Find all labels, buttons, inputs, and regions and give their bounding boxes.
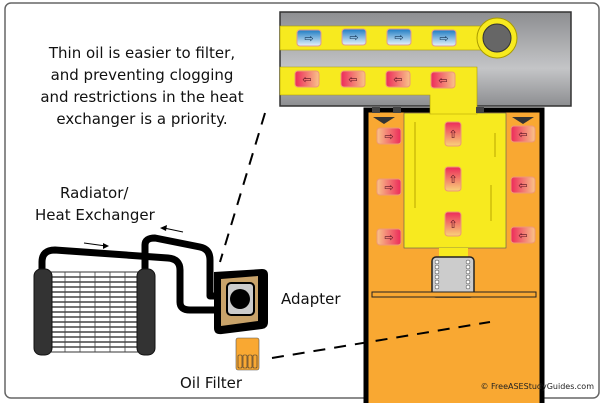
oil-filter-icon (235, 337, 260, 371)
callout-line (219, 112, 266, 263)
svg-text:⇨: ⇨ (384, 231, 393, 244)
up-arrow-icon: ⇧ (444, 121, 462, 147)
caption-line: and preventing clogging (51, 66, 234, 84)
cool-oil-arrow-icon: ⇨ (296, 29, 322, 47)
callout-line (271, 321, 491, 359)
cool-oil-arrow-icon: ⇨ (431, 29, 457, 47)
adapter-label: Adapter (281, 290, 341, 308)
caption-line: and restrictions in the heat (40, 88, 243, 106)
cool-oil-arrow-icon: ⇨ (341, 28, 367, 46)
svg-text:⇦: ⇦ (518, 229, 527, 242)
svg-text:⇧: ⇧ (448, 128, 457, 141)
flow-direction-arrow-icon (83, 242, 107, 247)
right-arrow-icon: ⇨ (376, 228, 402, 246)
svg-text:⇦: ⇦ (518, 128, 527, 141)
svg-text:⇨: ⇨ (384, 130, 393, 143)
up-arrow-icon: ⇧ (444, 166, 462, 192)
left-arrow-icon: ⇦ (510, 226, 536, 244)
svg-text:⇧: ⇧ (448, 218, 457, 231)
flow-arrows: ⇨ ⇨ ⇨ ⇨ ⇦ ⇦ ⇦ ⇦ ⇧ ⇧ ⇧ ⇨ ⇨ ⇨ ⇦ ⇦ ⇦ (294, 28, 536, 246)
radiator-label: Radiator/ (60, 184, 129, 202)
svg-text:⇧: ⇧ (448, 173, 457, 186)
left-arrow-icon: ⇦ (510, 176, 536, 194)
svg-text:⇨: ⇨ (394, 31, 403, 44)
svg-text:⇦: ⇦ (393, 73, 402, 86)
right-arrow-icon: ⇨ (376, 127, 402, 145)
oil-filter-cutaway (363, 107, 545, 403)
svg-text:⇨: ⇨ (439, 32, 448, 45)
hot-oil-arrow-icon: ⇦ (294, 70, 320, 88)
svg-text:⇦: ⇦ (302, 73, 311, 86)
flow-direction-arrow-icon (163, 227, 184, 233)
hot-oil-arrow-icon: ⇦ (430, 71, 456, 89)
hot-oil-arrow-icon: ⇦ (385, 70, 411, 88)
svg-text:⇦: ⇦ (348, 73, 357, 86)
right-arrow-icon: ⇨ (376, 178, 402, 196)
radiator-label: Heat Exchanger (35, 206, 156, 224)
engine-block-passage (279, 11, 572, 115)
caption-line: exchanger is a priority. (56, 110, 227, 128)
up-arrow-icon: ⇧ (444, 211, 462, 237)
svg-text:⇦: ⇦ (518, 179, 527, 192)
cool-oil-arrow-icon: ⇨ (386, 28, 412, 46)
hot-oil-arrow-icon: ⇦ (340, 70, 366, 88)
cooler-hoses (38, 234, 222, 314)
svg-text:⇨: ⇨ (349, 31, 358, 44)
radiator-heat-exchanger (33, 268, 156, 356)
left-arrow-icon: ⇦ (510, 125, 536, 143)
caption-line: Thin oil is easier to filter, (48, 44, 235, 62)
copyright: © FreeASEStudyGuides.com (480, 382, 594, 391)
svg-text:⇨: ⇨ (384, 181, 393, 194)
svg-text:⇨: ⇨ (304, 32, 313, 45)
oil-filter-label: Oil Filter (180, 374, 243, 392)
adapter (214, 269, 268, 335)
svg-text:⇦: ⇦ (438, 74, 447, 87)
